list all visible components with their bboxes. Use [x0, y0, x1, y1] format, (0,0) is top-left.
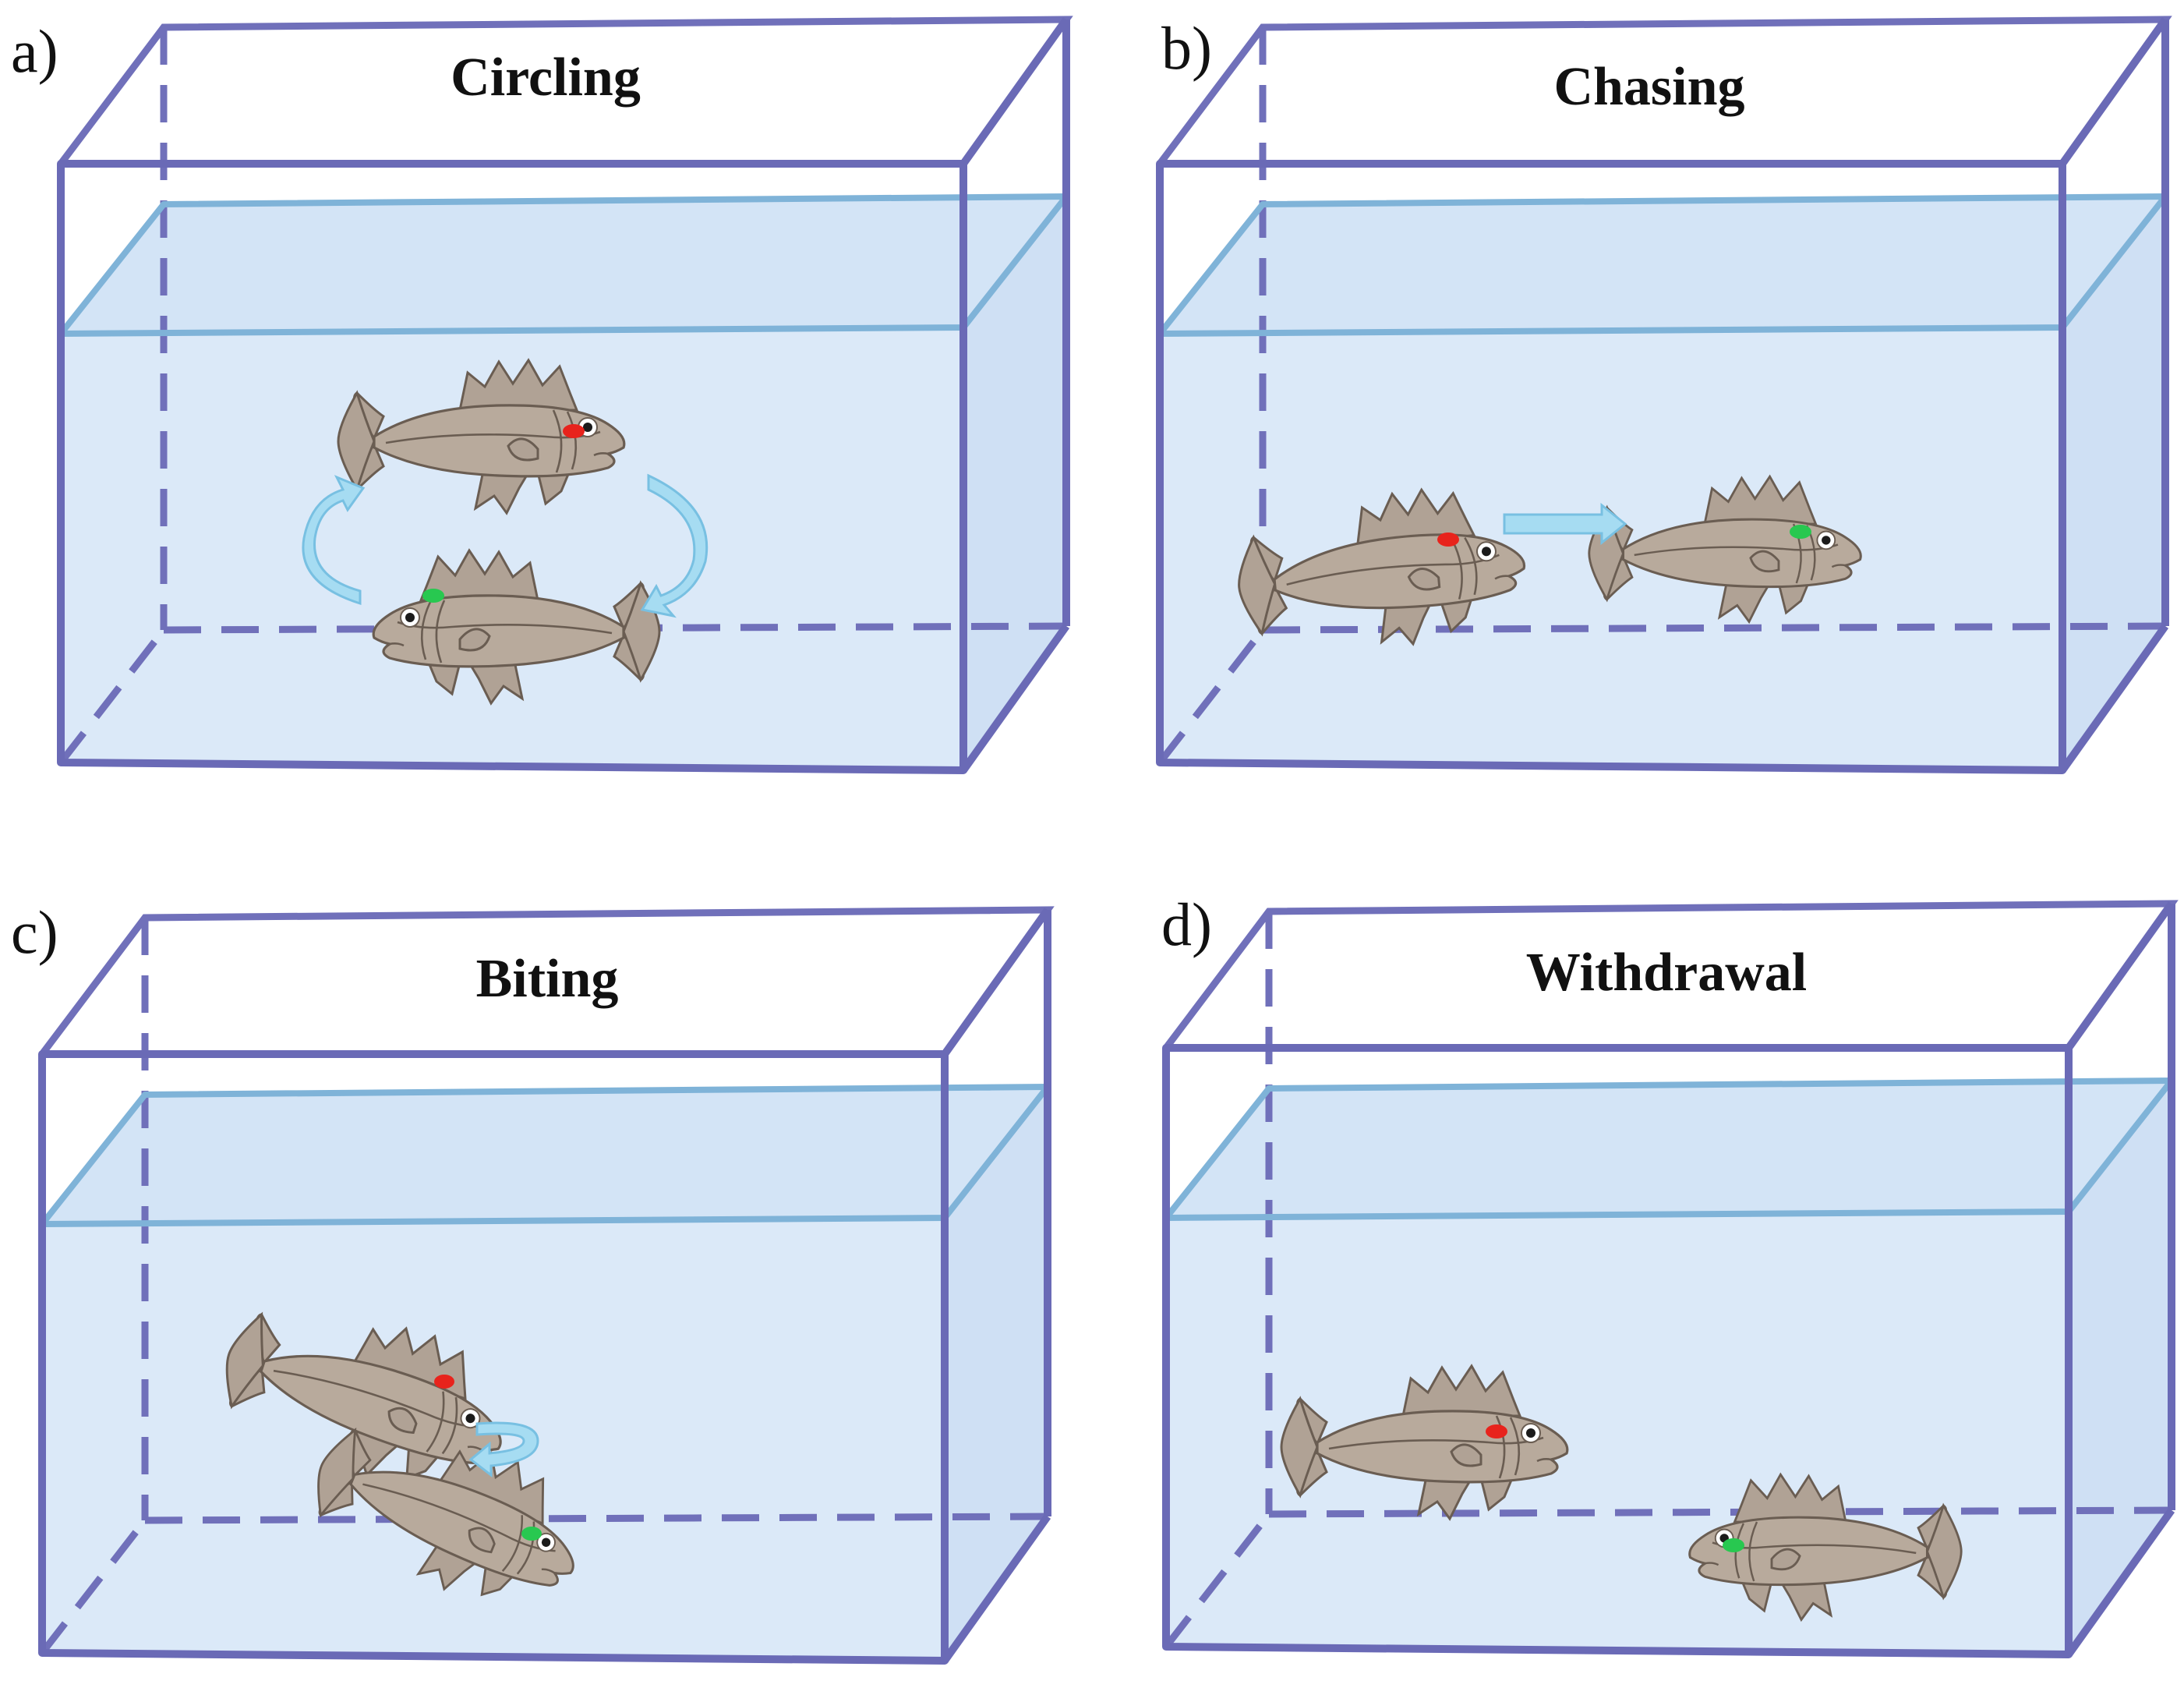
panel-d [1166, 904, 2172, 1654]
green-mark [422, 589, 444, 603]
panel-title-a: Circling [451, 48, 641, 108]
panel-letter-a: a) [11, 17, 58, 85]
panel-b [1160, 19, 2165, 770]
movement-arrow [302, 475, 366, 606]
panel-title-b: Chasing [1553, 57, 1744, 117]
panel-letter-b: b) [1161, 14, 1212, 82]
movement-arrow [468, 1421, 539, 1478]
panel-letter-c: c) [11, 898, 58, 966]
red-mark [563, 424, 585, 438]
panel-title-c: Biting [476, 949, 619, 1009]
panel-letter-d: d) [1161, 890, 1212, 958]
panel-title-d: Withdrawal [1526, 943, 1807, 1003]
red-mark [434, 1375, 454, 1389]
movement-arrow [1503, 502, 1627, 546]
tank-b [1160, 19, 2165, 770]
red-mark [1486, 1424, 1507, 1438]
movement-arrow [640, 473, 709, 618]
green-mark [521, 1527, 542, 1541]
red-mark [1437, 533, 1459, 547]
green-mark [1790, 525, 1811, 539]
green-mark [1723, 1538, 1744, 1552]
tank-d [1166, 904, 2172, 1654]
